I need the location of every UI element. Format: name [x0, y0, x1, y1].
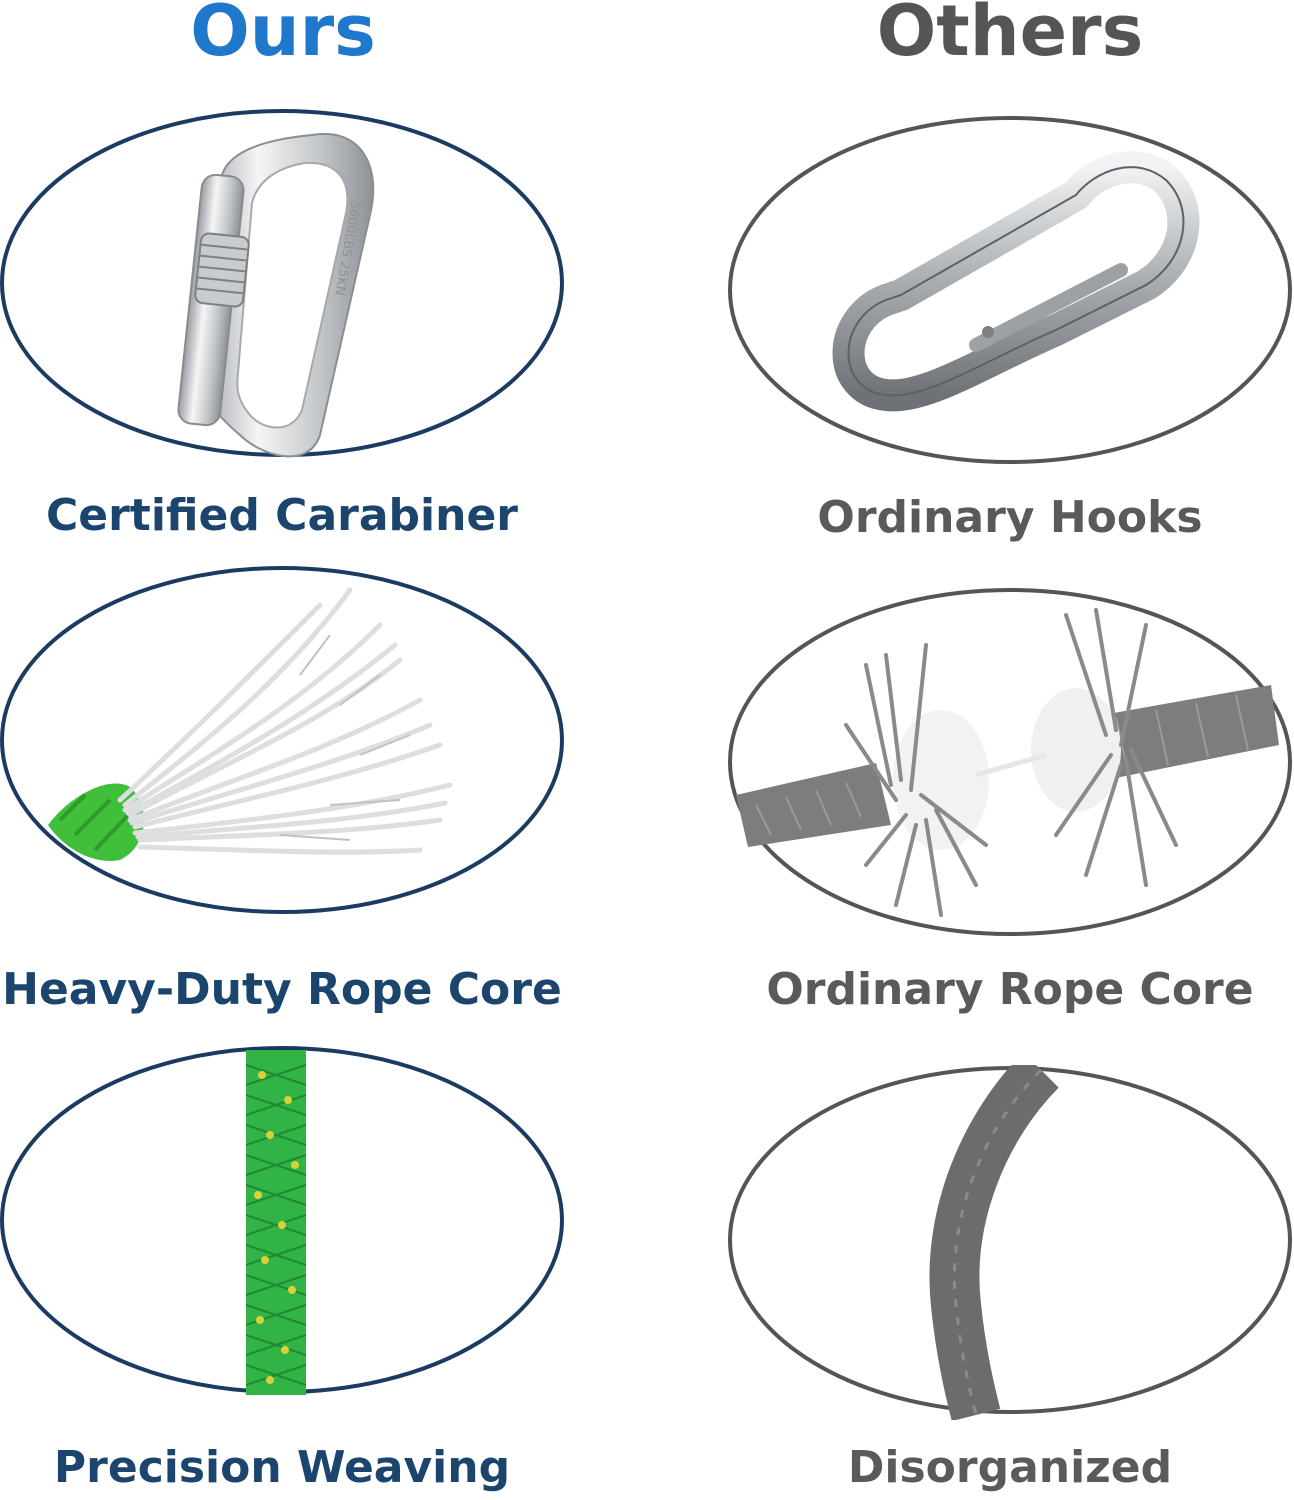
green-braided-rope-image [0, 1046, 564, 1395]
others-heading: Others [876, 0, 1144, 72]
others-label-disorganized: Disorganized [847, 1442, 1173, 1493]
others-rope-core-panel [726, 585, 1294, 940]
ours-rope-core-panel [0, 565, 570, 920]
ours-weaving-panel [0, 1045, 570, 1400]
ours-label-rope-core: Heavy-Duty Rope Core [2, 964, 562, 1015]
others-label-rope-core: Ordinary Rope Core [766, 964, 1254, 1015]
spring-hook-image [728, 116, 1292, 464]
white-rope-core-image [0, 566, 564, 914]
others-weaving-panel [726, 1065, 1294, 1420]
locking-carabiner-image: 5600LBS 25KN [0, 109, 564, 458]
ours-carabiner-panel: 5600LBS 25KN [0, 105, 570, 465]
others-label-hooks: Ordinary Hooks [817, 492, 1203, 543]
others-hook-panel [726, 110, 1294, 475]
ours-heading: Ours [190, 0, 376, 72]
frayed-grey-rope-image [728, 588, 1292, 936]
ours-label-weaving: Precision Weaving [53, 1442, 511, 1493]
ours-label-carabiner: Certified Carabiner [45, 490, 519, 541]
grey-rope-image [728, 1065, 1292, 1420]
others-ellipse [728, 116, 1292, 464]
